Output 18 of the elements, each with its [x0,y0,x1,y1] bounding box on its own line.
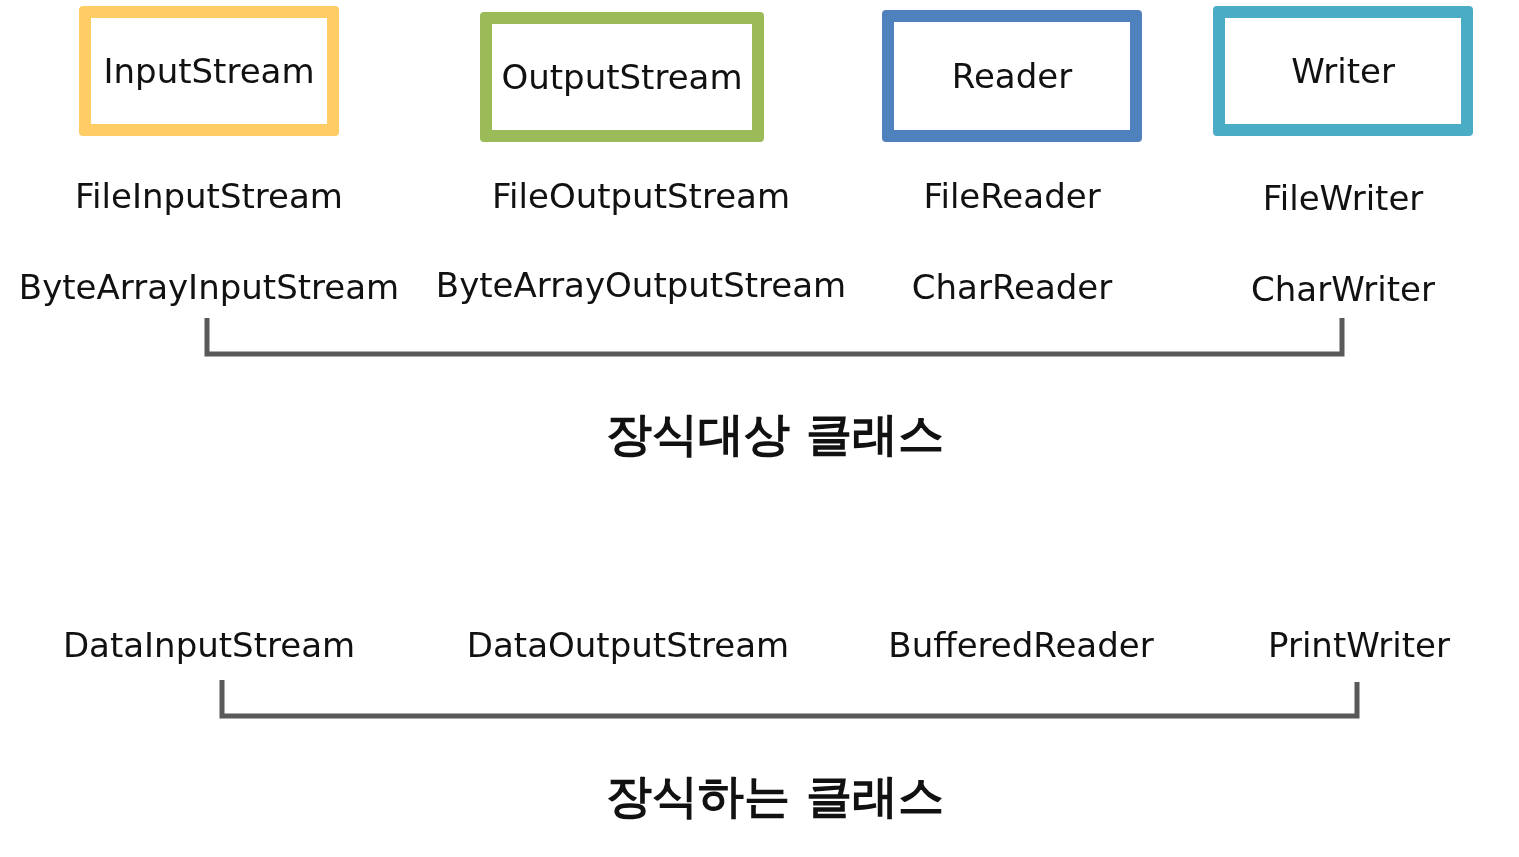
class-name: DataOutputStream [466,625,790,665]
class-name: CharReader [911,267,1113,307]
class-name: DataInputStream [62,625,356,665]
class-name: CharWriter [1251,269,1435,309]
group-caption: 장식대상 클래스 [606,406,944,463]
class-name: FileInputStream [75,176,343,216]
class-name: PrintWriter [1268,625,1450,665]
group-caption: 장식하는 클래스 [606,768,944,825]
class-box: InputStream [79,6,339,136]
class-box: OutputStream [480,12,764,142]
class-name: BufferedReader [888,625,1154,665]
class-box: Reader [882,10,1142,142]
class-name: ByteArrayOutputStream [435,265,847,305]
class-name: FileOutputStream [492,176,790,216]
class-name: FileReader [923,176,1101,216]
class-name: FileWriter [1262,178,1424,218]
class-box: Writer [1213,6,1473,136]
class-name: ByteArrayInputStream [18,267,400,307]
